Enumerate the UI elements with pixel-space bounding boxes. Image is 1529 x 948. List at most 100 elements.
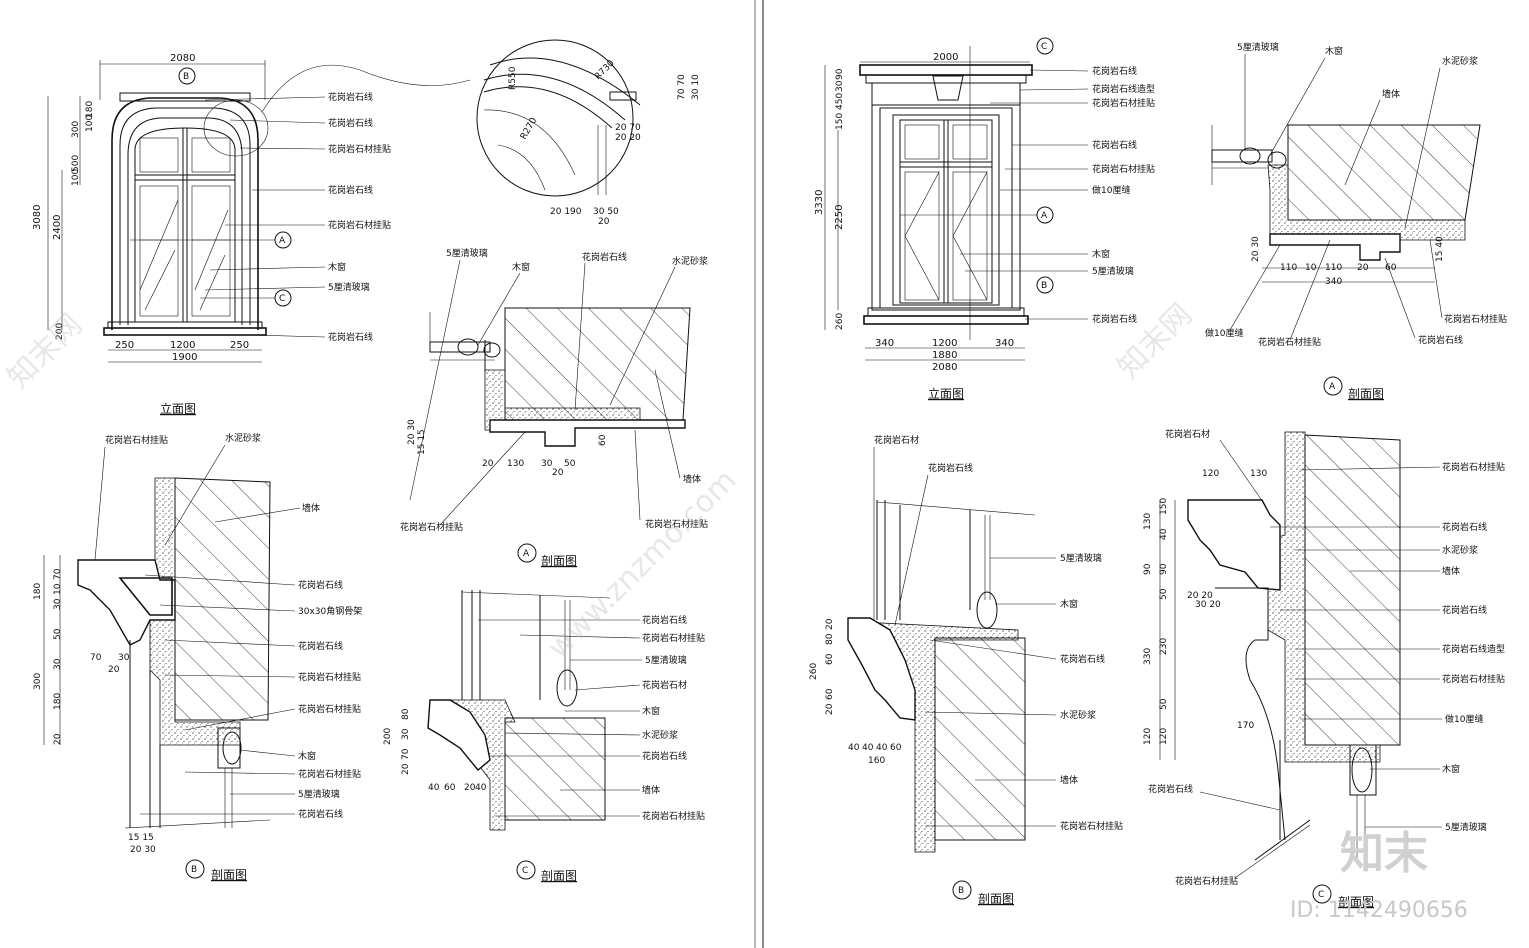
left-sec-c-label: 5厘清玻璃 (645, 654, 687, 666)
left-sec-b-leader (184, 708, 296, 731)
left-elev-label: 花岗岩石线 (328, 91, 373, 103)
left-sec-a-label: 花岗岩石线 (582, 251, 627, 263)
brand-logo: 知末 (1340, 828, 1428, 879)
left-sec-a-dim: 20 30 (407, 419, 417, 445)
left-sec-c-leader (519, 634, 641, 639)
right-sec-c-label: 花岗岩石材挂贴 (1175, 875, 1238, 887)
right-sec-b-marker: B (958, 886, 964, 896)
right-sec-a-label: 花岗岩石线 (1418, 334, 1463, 346)
right-section-b: B 剖面图 (847, 500, 1036, 906)
left-sec-c-labels: 花岗岩石线花岗岩石材挂贴5厘清玻璃花岗岩石材木窗水泥砂浆花岗岩石线墙体花岗岩石材… (478, 614, 705, 822)
left-elev-b4: 1900 (172, 352, 197, 363)
left-elev-title: 立面图 (160, 401, 196, 416)
left-elev-h8: 200 (55, 323, 65, 340)
right-sec-c-label: 花岗岩石材 (1165, 428, 1210, 440)
right-sec-b-dim: 60 (825, 688, 835, 700)
left-sec-b-label: 30x30角钢骨架 (298, 605, 362, 617)
right-sec-b-dim: 60 (890, 743, 902, 753)
right-sec-b-dim: 260 (809, 663, 819, 680)
right-sec-c-label: 花岗岩石材挂贴 (1442, 461, 1505, 473)
left-section-c: C 剖面图 (427, 590, 611, 883)
left-sec-b-marker: B (191, 865, 197, 875)
left-elev-marker-b: B (183, 72, 189, 82)
right-sec-b-leader (929, 639, 1057, 660)
left-elevation: 2080 3080 2400 300 500 100 180 100 200 (32, 53, 471, 416)
left-sec-b-dim: 50 (53, 628, 63, 640)
detail-d4: 20 70 (615, 123, 641, 133)
right-elev-leader (1019, 88, 1089, 91)
left-sec-a-leader (439, 431, 526, 526)
left-sec-c-label: 花岗岩石材 (642, 679, 687, 691)
left-elev-leader (229, 119, 326, 124)
left-sec-b-leader (184, 771, 296, 775)
right-sec-a-title: 剖面图 (1348, 387, 1384, 401)
right-elev-label: 木窗 (1092, 248, 1110, 260)
right-sec-c-dim: 130 (1143, 513, 1153, 530)
left-sec-c-dim: 60 (444, 783, 456, 793)
left-sec-a-label: 5厘清玻璃 (446, 247, 488, 259)
left-elev-b3: 250 (230, 340, 249, 351)
right-sec-b-label: 墙体 (1060, 774, 1078, 786)
left-sec-b-leader (94, 446, 106, 561)
left-elev-labels: 花岗岩石线花岗岩石线花岗岩石材挂贴花岗岩石线花岗岩石材挂贴木窗5厘清玻璃花岗岩石… (204, 91, 391, 343)
right-sec-a-label: 水泥砂浆 (1442, 55, 1478, 67)
right-elev-label: 花岗岩石线 (1092, 313, 1137, 325)
left-sec-a-leader (654, 369, 681, 479)
right-sec-b-leader (894, 474, 929, 626)
left-sec-b-dim: 20 (108, 665, 120, 675)
left-sec-c-marker: C (522, 866, 528, 876)
left-elev-label: 花岗岩石线 (328, 331, 373, 343)
right-sec-c-dim: 130 (1250, 469, 1267, 479)
right-sec-b-dim: 40 (862, 743, 874, 753)
right-sec-a-dim: 110 (1325, 263, 1342, 273)
left-sec-a-leader (409, 259, 461, 501)
right-elev-b3: 340 (995, 338, 1014, 349)
right-sec-a-label: 花岗岩石材挂贴 (1258, 336, 1321, 348)
right-elev-b2: 1200 (932, 338, 957, 349)
left-sec-a-dim: 130 (507, 459, 524, 469)
right-sec-b-label: 花岗岩石材挂贴 (1060, 820, 1123, 832)
right-elev-h7: 30 (835, 80, 845, 92)
right-elev-label: 花岗岩石材挂贴 (1092, 97, 1155, 109)
right-elev-b1: 340 (875, 338, 894, 349)
right-sec-a-label: 做10厘缝 (1205, 327, 1243, 339)
left-elev-h3: 500 (71, 155, 81, 172)
left-sec-b-labels: 花岗岩石材挂贴水泥砂浆墙体花岗岩石线30x30角钢骨架花岗岩石线花岗岩石材挂贴花… (94, 432, 362, 820)
left-sec-b-dim: 15 15 (128, 833, 154, 843)
left-sec-a-label: 水泥砂浆 (672, 255, 708, 267)
left-sec-a-label: 花岗岩石材挂贴 (645, 518, 708, 530)
right-sec-a-leader (1269, 57, 1326, 156)
left-elev-h7: 100 (85, 115, 95, 132)
left-elev-h4: 100 (71, 169, 81, 186)
right-sec-c-dim: 90 (1159, 563, 1169, 575)
left-sec-c-label: 花岗岩石线 (642, 750, 687, 762)
left-sec-c-dim: 200 (383, 728, 393, 745)
right-sec-b-title: 剖面图 (978, 892, 1014, 906)
left-sec-b-leader (239, 749, 296, 757)
left-section-b: B 剖面图 (43, 477, 271, 882)
right-elev-label: 5厘清玻璃 (1092, 265, 1134, 277)
detail-r730: R730 (593, 58, 617, 82)
left-sec-c-dim: 20 (464, 783, 476, 793)
right-sec-a-label: 花岗岩石材挂贴 (1444, 313, 1507, 325)
right-section-c: C 剖面图 (1159, 431, 1401, 909)
watermark-left: 知末网 (1, 307, 89, 395)
right-sec-b-label: 水泥砂浆 (1060, 709, 1096, 721)
right-sec-c-dim: 30 20 (1195, 600, 1221, 610)
left-sec-b-leader (164, 674, 296, 678)
right-sec-c-label: 花岗岩石材挂贴 (1442, 673, 1505, 685)
left-sec-c-label: 水泥砂浆 (642, 729, 678, 741)
left-elev-top-dim: 2080 (170, 53, 195, 64)
left-sec-b-leader (159, 604, 296, 612)
right-elev-label: 花岗岩石线造型 (1092, 83, 1155, 95)
right-sec-a-leader (1229, 244, 1281, 331)
right-elev-title: 立面图 (928, 386, 964, 401)
left-sec-a-label: 花岗岩石材挂贴 (400, 521, 463, 533)
right-sec-a-labels: 5厘清玻璃木窗水泥砂浆墙体做10厘缝花岗岩石材挂贴花岗岩石线花岗岩石材挂贴 (1205, 41, 1507, 348)
left-sec-a-dim: 50 (564, 459, 576, 469)
right-elev-b4: 1880 (932, 350, 957, 361)
right-elev-label: 花岗岩石线 (1092, 65, 1137, 77)
left-sec-b-dim: 180 (53, 693, 63, 710)
right-sec-a-dim: 15 40 (1435, 236, 1445, 262)
